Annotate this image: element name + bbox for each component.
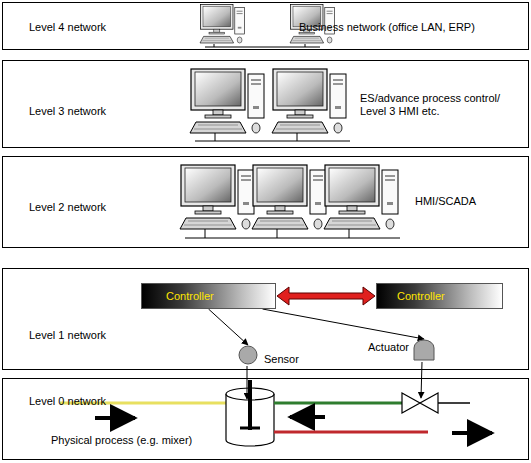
computer — [190, 69, 350, 141]
label-text: Level 4 network — [29, 21, 106, 34]
controller-box: Controller — [141, 283, 276, 309]
mixer-process — [60, 362, 492, 446]
bidirectional-link — [277, 287, 375, 305]
label-text: Business network (office LAN, ERP) — [299, 21, 475, 34]
actuator-symbol: Actuator — [413, 339, 435, 361]
signal-arrow — [209, 309, 249, 345]
network-level-band: Level 1 network Controller ControllerSenso… — [2, 268, 529, 370]
signal-arrow — [263, 309, 425, 339]
label-text: Level 2 network — [29, 201, 106, 214]
sensor-shape — [238, 345, 258, 365]
label-text: Sensor — [264, 353, 299, 366]
network-level-band: Level 3 network ES/advance process contro… — [2, 60, 529, 148]
network-level-band: Level 2 network HMI/SCADA — [2, 156, 529, 248]
computer — [180, 165, 400, 238]
sensor-symbol: Sensor — [238, 345, 258, 365]
label-text: Level 1 network — [29, 329, 106, 342]
label-text: Controller — [397, 290, 445, 303]
label-text: Actuator — [368, 341, 409, 354]
label-text: HMI/SCADA — [415, 195, 476, 208]
label-text: Controller — [166, 290, 214, 303]
network-level-band: Level 4 network Business network (office … — [2, 2, 529, 50]
label-text: Level 3 network — [29, 105, 106, 118]
actuator-shape — [413, 339, 435, 361]
controller-box: Controller — [376, 283, 503, 309]
network-level-band: Level 0 networkPhysical process (e.g. mi… — [2, 378, 529, 460]
label-text: ES/advance process control/ Level 3 HMI … — [360, 92, 525, 118]
label-text: Physical process (e.g. mixer) — [51, 434, 192, 447]
label-text: Level 0 network — [29, 395, 106, 408]
